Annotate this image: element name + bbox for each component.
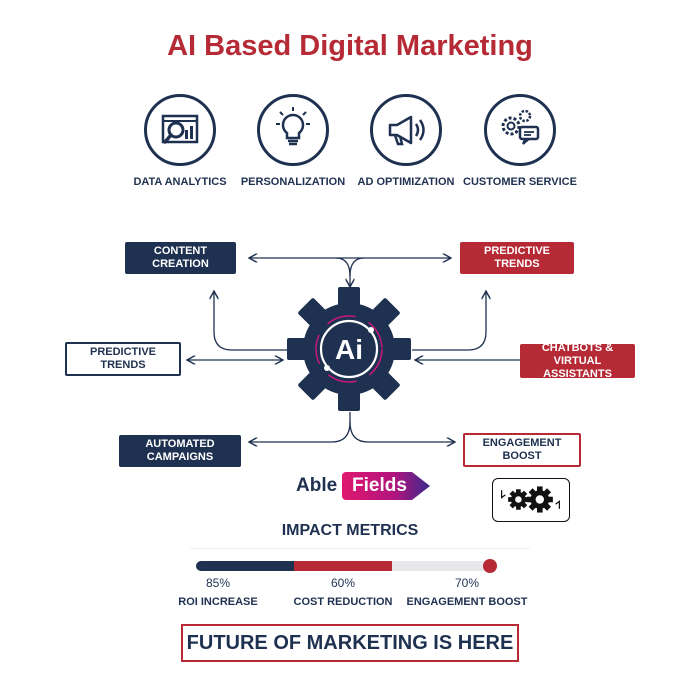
megaphone-icon bbox=[370, 94, 442, 166]
icon-label-customer-service: CUSTOMER SERVICE bbox=[463, 176, 577, 188]
metrics-bar-end-dot bbox=[483, 559, 497, 573]
divider bbox=[190, 548, 530, 549]
icon-label-data-analytics: DATA ANALYTICS bbox=[133, 176, 227, 188]
metrics-bar-cost bbox=[294, 561, 392, 571]
hub-label: Ai bbox=[335, 334, 363, 365]
gears-chat-icon bbox=[484, 94, 556, 166]
lightbulb-icon bbox=[257, 94, 329, 166]
metric-value-engagement: 70% bbox=[454, 576, 480, 590]
node-chatbots-line2: VIRTUAL ASSISTANTS bbox=[543, 354, 612, 380]
icon-label-ad-optimization: AD OPTIMIZATION bbox=[357, 176, 455, 188]
page-title: AI Based Digital Marketing bbox=[167, 30, 533, 62]
node-engagement-boost: ENGAGEMENT BOOST bbox=[463, 433, 581, 467]
ai-gear-hub: Ai bbox=[287, 287, 411, 411]
metric-label-cost: COST REDUCTION bbox=[293, 596, 393, 608]
node-automated-campaigns: AUTOMATED CAMPAIGNS bbox=[119, 435, 241, 467]
metric-value-roi: 85% bbox=[205, 576, 231, 590]
node-predictive-trends-right: PREDICTIVE TRENDS bbox=[460, 242, 574, 274]
footer-banner: FUTURE OF MARKETING IS HERE bbox=[181, 624, 519, 662]
node-predictive-trends-left: PREDICTIVE TRENDS bbox=[65, 342, 181, 376]
logo-part2: Fields bbox=[352, 475, 407, 496]
impact-metrics-title: IMPACT METRICS bbox=[281, 522, 419, 539]
icon-label-personalization: PERSONALIZATION bbox=[240, 176, 346, 188]
automation-gears-icon bbox=[492, 478, 570, 522]
node-chatbots-line1: CHATBOTS & bbox=[541, 341, 614, 354]
node-content-creation: CONTENT CREATION bbox=[125, 242, 236, 274]
logo-part1: Able bbox=[296, 475, 338, 496]
metric-label-roi: ROI INCREASE bbox=[178, 596, 258, 608]
ablefields-logo: Able Fields bbox=[290, 472, 432, 500]
metrics-bar-roi bbox=[196, 561, 294, 571]
metric-label-engagement: ENGAGEMENT BOOST bbox=[406, 596, 528, 608]
logo-badge bbox=[342, 472, 430, 500]
chart-magnifier-icon bbox=[144, 94, 216, 166]
node-chatbots-virtual-assistants: CHATBOTS & VIRTUAL ASSISTANTS bbox=[520, 341, 635, 380]
metric-value-cost: 60% bbox=[330, 576, 356, 590]
